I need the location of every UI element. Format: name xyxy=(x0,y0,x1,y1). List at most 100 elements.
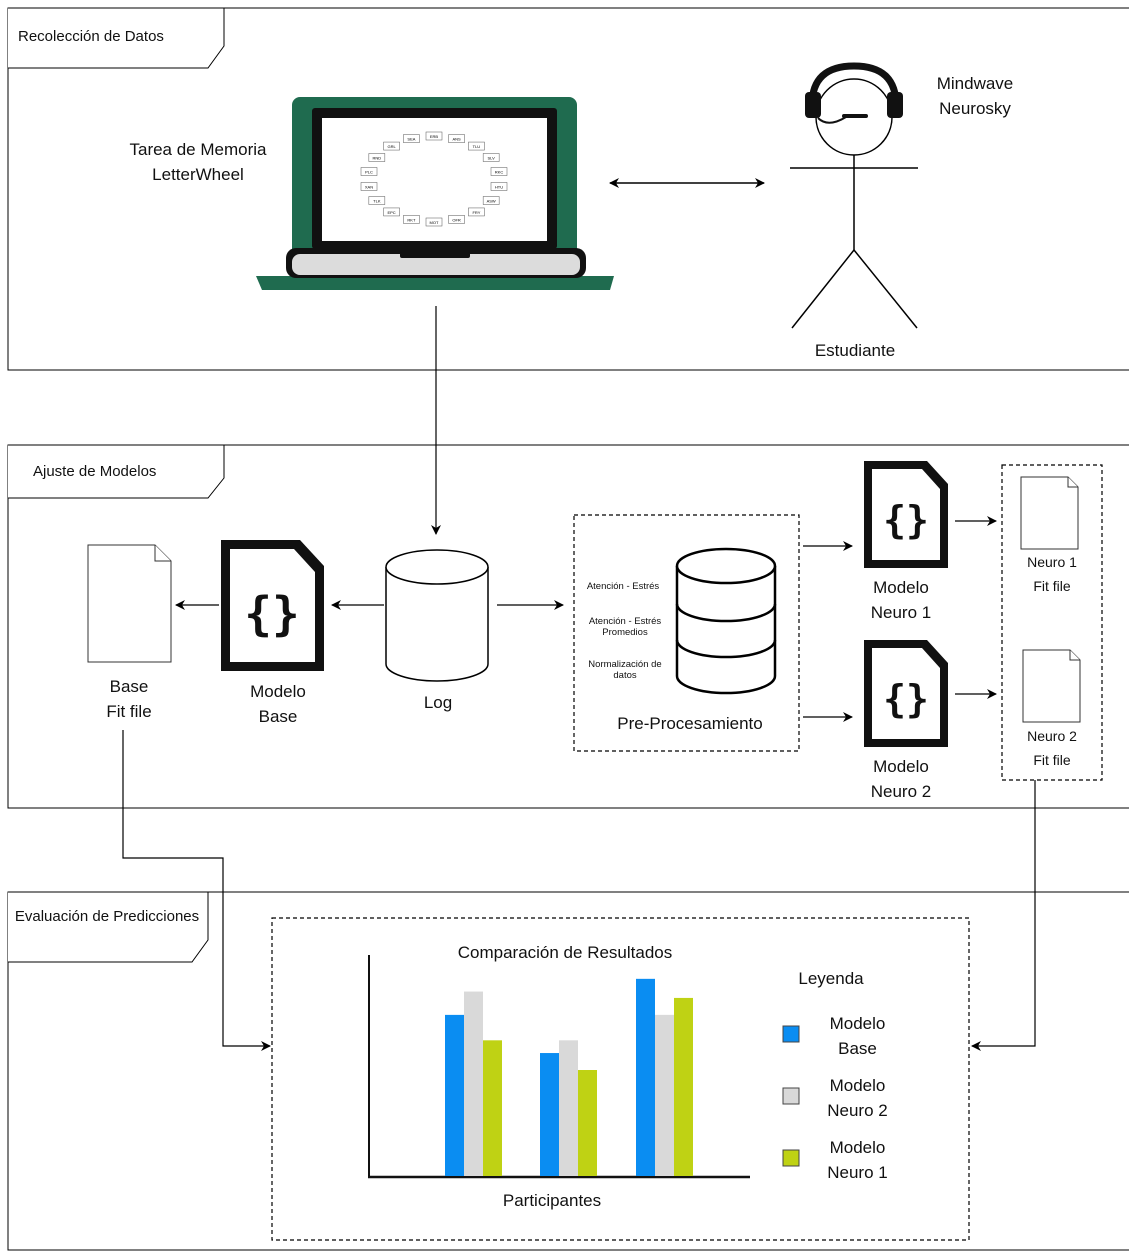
neuro2-model-label-line2: Neuro 2 xyxy=(870,782,932,801)
bar-modelo-base-2 xyxy=(540,1053,559,1176)
wheel-letter: HTU xyxy=(495,184,503,189)
wheel-cell xyxy=(490,182,508,191)
preprocessing-label: Pre-Procesamiento xyxy=(617,714,763,733)
wheel-cell xyxy=(368,196,386,205)
preprocessing-box xyxy=(573,514,800,752)
neuro1-fit-label-line1: Neuro 1 xyxy=(1027,554,1077,570)
bar-modelo-base-3 xyxy=(636,978,655,1176)
section-title-prediction-eval: Evaluación de Predicciones xyxy=(14,908,200,925)
neuro2-model-label-line1: Modelo xyxy=(873,757,929,776)
wheel-letter: RND xyxy=(373,156,382,161)
wheel-cell xyxy=(425,217,443,227)
wheel-letter: RKC xyxy=(495,170,504,175)
bar-group xyxy=(445,978,693,1176)
base-model-label-line1: Modelo xyxy=(250,682,306,701)
evaluation-box xyxy=(271,917,970,1241)
bar-modelo-neuro-1-2 xyxy=(578,1070,597,1176)
neuro1-model-file-icon: {} xyxy=(864,461,948,568)
wheel-cell xyxy=(490,167,508,176)
wheel-letter: OFR xyxy=(452,217,461,222)
device-label-line1: Mindwave xyxy=(936,74,1014,93)
arrow-neuro-fits-to-evaluation xyxy=(971,780,1036,1051)
section-frame-data-collection xyxy=(7,7,1129,371)
wheel-letter: MOT xyxy=(430,220,439,225)
bar-modelo-neuro-1-1 xyxy=(483,1040,502,1176)
preprocessing-database-icon xyxy=(675,547,777,695)
legend-swatch xyxy=(782,1025,800,1043)
laptop-icon xyxy=(256,97,614,290)
neuro2-fit-label-line1: Neuro 2 xyxy=(1027,728,1077,744)
neuro1-model-label-line2: Neuro 1 xyxy=(870,603,932,622)
student-figure xyxy=(790,62,918,329)
bar-modelo-neuro-1-3 xyxy=(674,997,693,1176)
bar-modelo-neuro-2-2 xyxy=(559,1040,578,1176)
legend-title: Leyenda xyxy=(798,969,864,988)
wheel-letter: ERB xyxy=(430,134,439,139)
wheel-letter: ASW xyxy=(487,199,496,204)
neuro1-fit-label-line2: Fit file xyxy=(1033,578,1071,594)
svg-text:{}: {} xyxy=(244,587,299,641)
wheel-cell xyxy=(403,215,420,224)
chart-xlabel: Participantes xyxy=(502,1191,602,1210)
prep-step-2: Atención - Estrés Promedios xyxy=(588,616,662,638)
log-label: Log xyxy=(423,693,453,712)
task-label-line2: LetterWheel xyxy=(152,165,244,184)
wheel-letter: SEA xyxy=(407,137,415,142)
neuro2-model-file-icon: {} xyxy=(864,640,948,747)
bar-modelo-base-1 xyxy=(445,1014,464,1176)
wheel-letter: TLU xyxy=(473,144,481,149)
student-label: Estudiante xyxy=(814,341,896,360)
wheel-letter: RKT xyxy=(407,217,416,222)
wheel-cell xyxy=(468,141,485,151)
neuro1-model-label-line1: Modelo xyxy=(873,578,929,597)
bar-modelo-neuro-2-1 xyxy=(464,991,483,1176)
wheel-letter: ANS xyxy=(452,137,461,142)
svg-text:{}: {} xyxy=(883,498,929,542)
section-tab-data-collection xyxy=(8,7,225,69)
wheel-cell xyxy=(383,207,400,217)
base-model-label-line2: Base xyxy=(258,707,298,726)
wheel-cell xyxy=(448,215,465,224)
wheel-cell xyxy=(482,153,500,162)
neuro2-fit-label-line2: Fit file xyxy=(1033,752,1071,768)
section-title-data-collection: Recolección de Datos xyxy=(18,28,164,45)
device-label-line2: Neurosky xyxy=(939,99,1011,118)
section-frame-prediction-eval xyxy=(7,891,1129,1251)
task-label-line1: Tarea de Memoria xyxy=(129,140,267,159)
wheel-cell xyxy=(482,196,500,205)
letter-wheel-icon: ERBANSTLUSLVRKCHTUASWFRYOFRMOTRKTEPCTLKX… xyxy=(360,131,508,227)
wheel-cell xyxy=(383,141,400,151)
wheel-cell xyxy=(425,131,443,141)
base-model-file-icon: {} xyxy=(221,540,324,671)
wheel-letter: TLK xyxy=(373,199,381,204)
neuro-fits-box xyxy=(1001,464,1103,781)
prep-step-3: Normalización de datos xyxy=(588,659,662,681)
section-tab-model-fitting xyxy=(8,444,225,499)
wheel-letter: FRY xyxy=(472,210,480,215)
section-tab-prediction-eval xyxy=(8,891,209,963)
wheel-cell xyxy=(468,207,485,217)
wheel-cell xyxy=(403,134,420,143)
prep-step-1: Atención - Estrés xyxy=(586,581,660,592)
bar-modelo-neuro-2-3 xyxy=(655,1014,674,1176)
legend-swatch xyxy=(782,1087,800,1105)
section-title-model-fitting: Ajuste de Modelos xyxy=(33,463,157,480)
wheel-cell xyxy=(360,167,378,176)
neuro2-fit-file-icon xyxy=(1022,649,1081,723)
wheel-letter: XAN xyxy=(365,184,373,189)
wheel-letter: PLC xyxy=(365,170,373,175)
legend-swatch xyxy=(782,1149,800,1167)
base-fit-file-icon xyxy=(87,544,172,663)
wheel-cell xyxy=(360,182,378,191)
base-fit-label-line2: Fit file xyxy=(106,702,152,721)
wheel-letter: SLV xyxy=(488,156,496,161)
wheel-cell xyxy=(448,134,465,143)
log-database-icon xyxy=(385,549,489,682)
svg-text:{}: {} xyxy=(883,677,929,721)
wheel-cell xyxy=(368,153,386,162)
